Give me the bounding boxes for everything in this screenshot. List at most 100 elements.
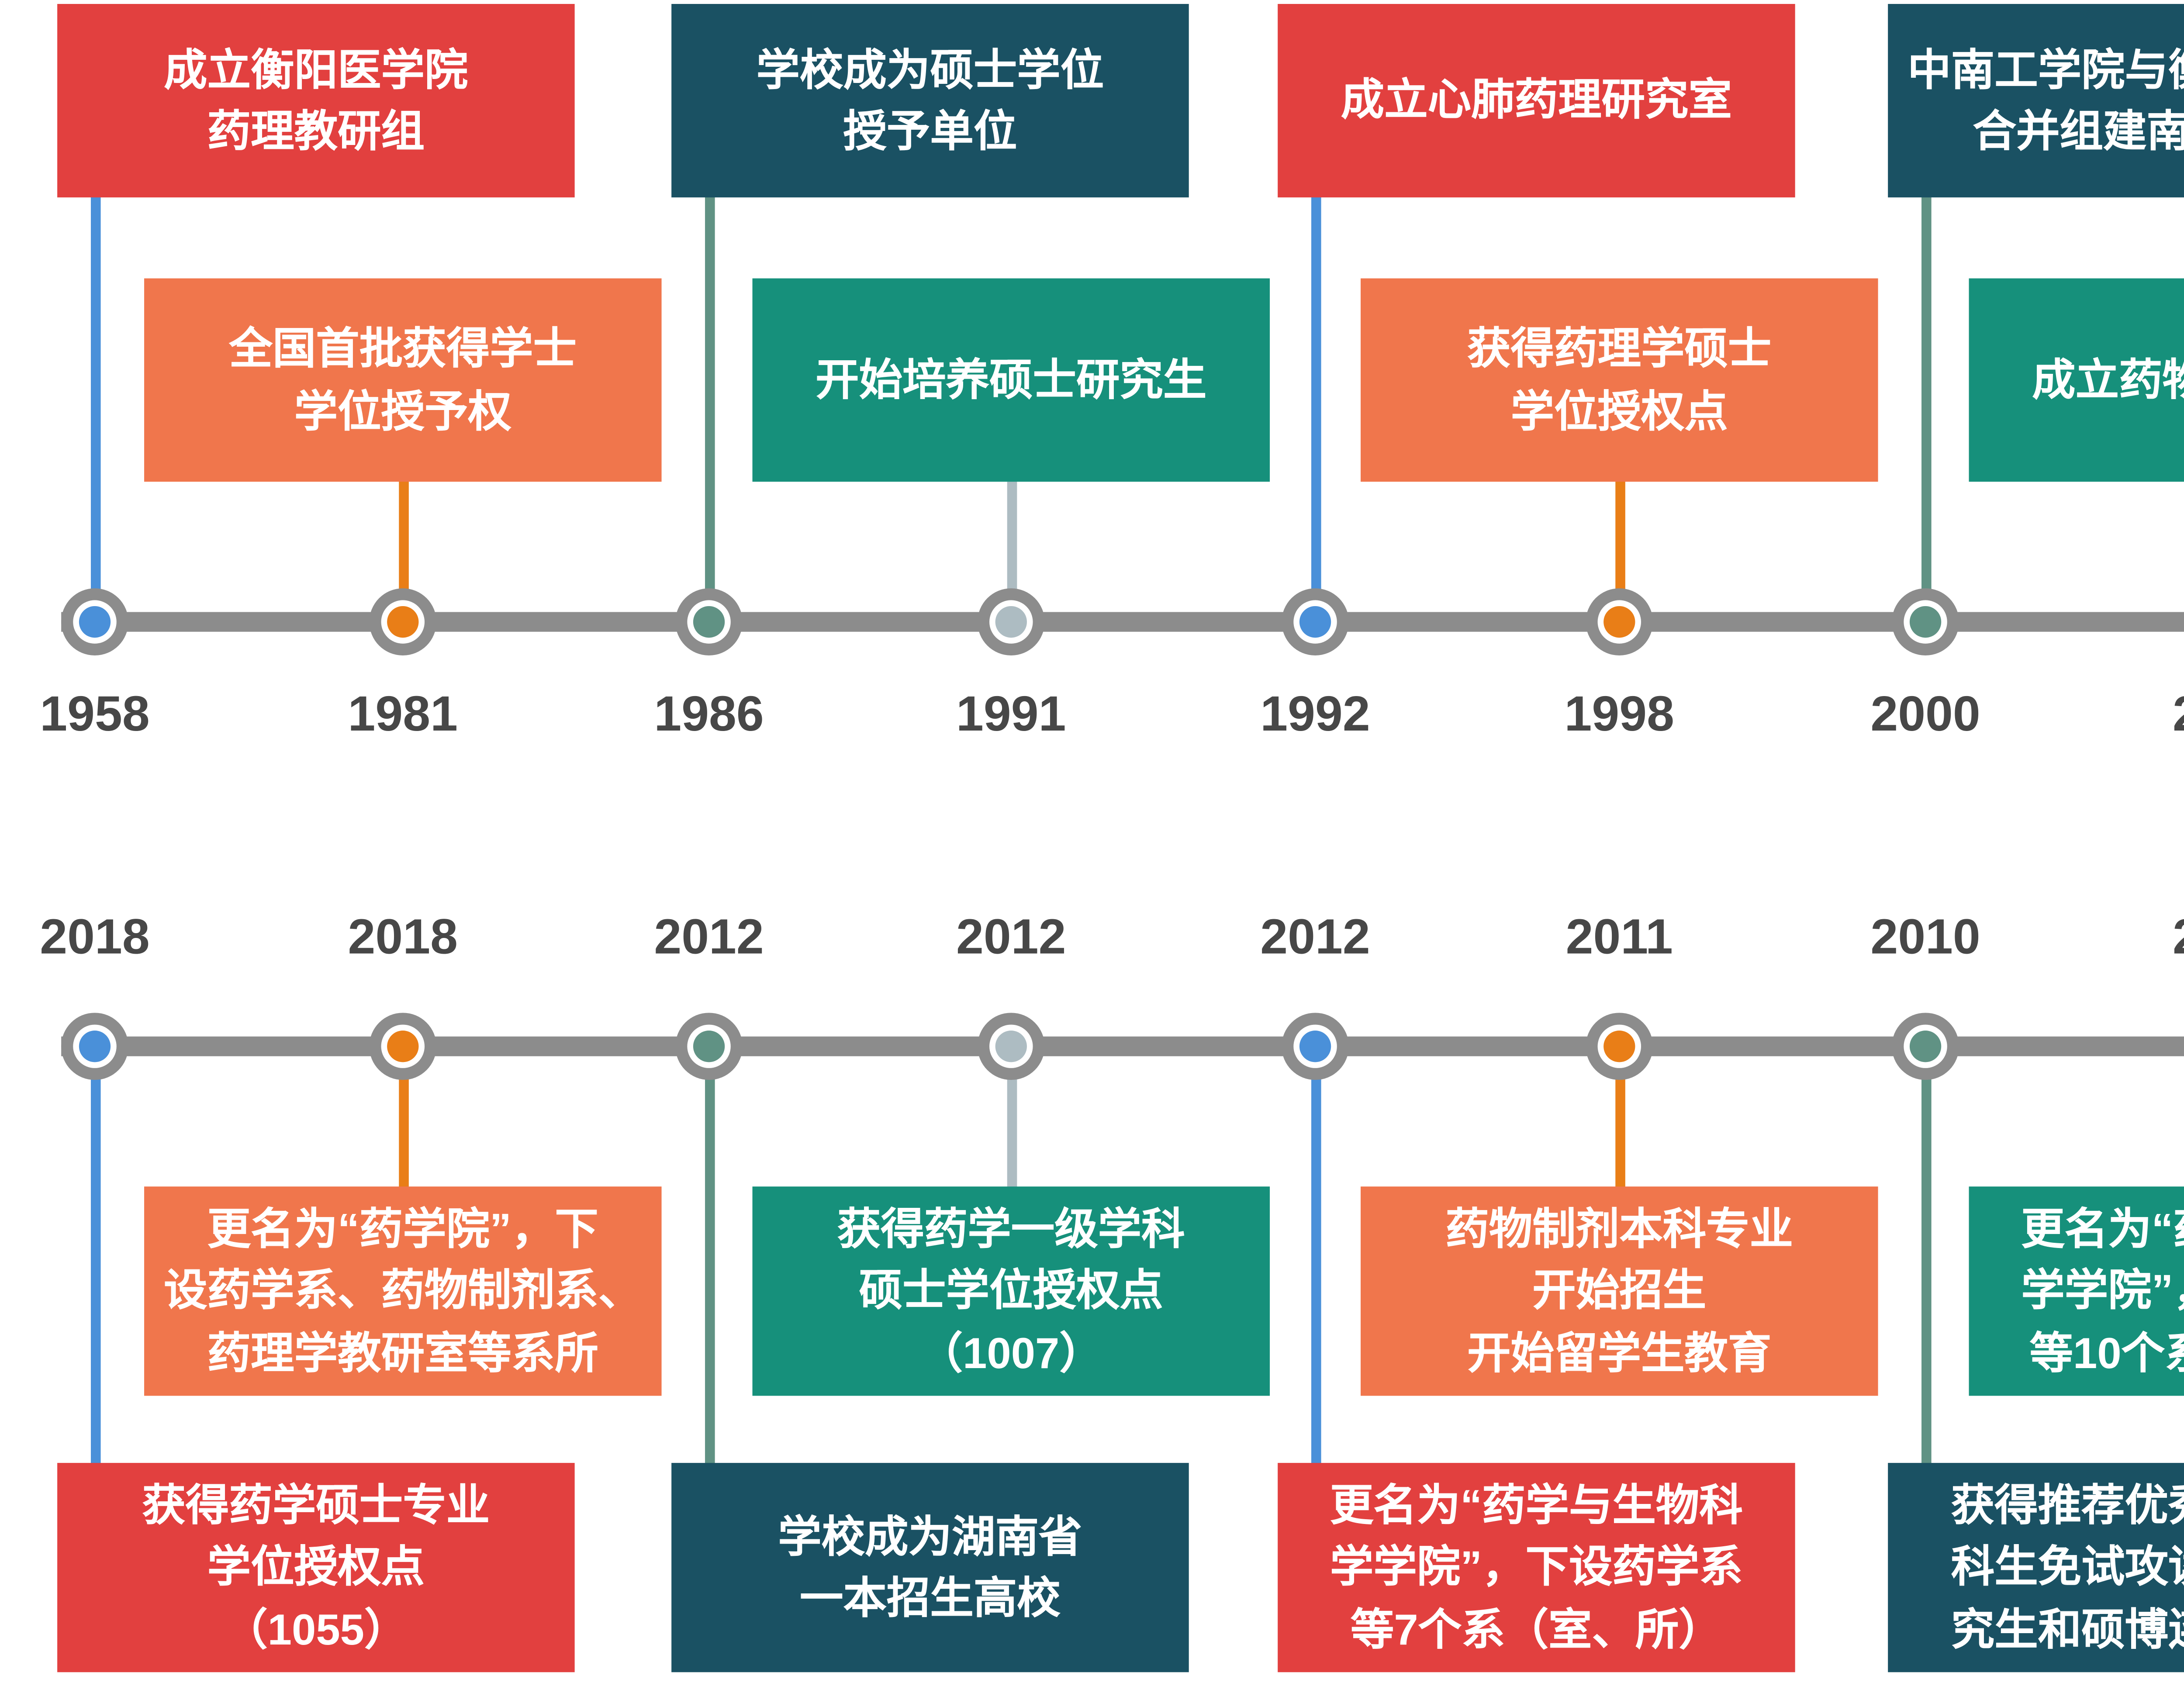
event-text-line: 学学院”，下设药学系 [2021, 1266, 2184, 1316]
event-connector [90, 193, 101, 626]
timeline-dot [61, 588, 128, 656]
event-text-line: 药理教研组 [207, 107, 425, 156]
event-text-line: （1007） [919, 1327, 1103, 1377]
dot-ring [73, 1024, 117, 1068]
dot-ring [1293, 1024, 1337, 1068]
event-text-line: 合并组建南华大学 [1973, 107, 2184, 156]
dot-core [1909, 1031, 1942, 1062]
event-box: 开始培养硕士研究生 [752, 278, 1270, 482]
dot-core [1909, 606, 1942, 638]
event-connector [399, 1046, 409, 1191]
event-text-line: 全国首批获得学士 [229, 324, 577, 374]
year-label: 2012 [654, 910, 764, 965]
year-label: 2010 [1870, 910, 1980, 965]
timeline-dot [1586, 588, 1653, 656]
event-box: 学校成为湖南省一本招生高校 [671, 1463, 1189, 1672]
year-label: 1992 [1260, 687, 1370, 742]
year-label: 1991 [956, 687, 1066, 742]
dot-ring [989, 1024, 1033, 1068]
dot-core [387, 1031, 419, 1062]
dot-core [693, 1031, 725, 1062]
year-label: 2001 [2089, 687, 2184, 744]
event-text-line: 药物制剂本科专业 [1445, 1204, 1794, 1254]
event-text-line: 更名为“药学院”，下 [207, 1204, 598, 1254]
year-label: 1958 [40, 687, 150, 742]
year-label: 1986 [654, 687, 764, 742]
dot-core [79, 606, 111, 638]
event-text-line: 获得药理学硕士 [1467, 324, 1772, 374]
dot-core [1299, 1031, 1331, 1062]
year-label: 1981 [348, 687, 458, 742]
year-label: 2012 [956, 910, 1066, 965]
year-label: 2000 [1870, 687, 1980, 742]
timeline-dot [1282, 1013, 1349, 1080]
dot-core [79, 1031, 111, 1062]
event-connector [705, 193, 715, 626]
dot-core [387, 606, 419, 638]
event-box: 获得药学硕士专业学位授权点 （1055） [57, 1463, 575, 1672]
event-box: 获得药学一级学科硕士学位授权点 （1007） [752, 1186, 1270, 1396]
dot-core [1603, 1031, 1635, 1062]
event-connector [1007, 1046, 1017, 1191]
event-text-line: 学位授予权 [294, 386, 511, 435]
dot-ring [1904, 600, 1947, 644]
event-text-line: 一本招生高校 [799, 1573, 1061, 1623]
event-connector [1311, 1046, 1321, 1467]
event-text-line: 药理学教研室等系所 [207, 1327, 598, 1377]
event-box: 药物制剂本科专业开始招生开始留学生教育 [1361, 1186, 1878, 1396]
timeline-dot [1892, 588, 1959, 656]
event-box: 成立心肺药理研究室 [1278, 4, 1795, 198]
dot-ring [1597, 1024, 1641, 1068]
dot-core [995, 1031, 1027, 1062]
event-text-line: 究生和硕博连读资格 [1951, 1604, 2184, 1654]
event-text-line: 学位授权点 [207, 1542, 425, 1592]
event-connector [1921, 1046, 1932, 1467]
event-connector [1921, 193, 1932, 626]
event-text-line: 获得药学一级学科 [837, 1204, 1185, 1254]
timeline-dot [1586, 1013, 1653, 1080]
event-text-line: 成立心肺药理研究室 [1341, 76, 1732, 125]
event-box: 成立衡阳医学院药理教研组 [57, 4, 575, 198]
year-label: 1998 [1564, 687, 1675, 742]
event-connector [1615, 1046, 1625, 1191]
event-text-line: 硕士学位授权点 [859, 1266, 1163, 1316]
event-box: 更名为“药学与生命科学学院”，下设药学系等10个系（室、所） [1969, 1186, 2184, 1396]
year-label: 2011 [1565, 910, 1673, 965]
timeline-dot [977, 1013, 1045, 1080]
dot-core [693, 606, 725, 638]
event-text-line: 等7个系（室、所） [1350, 1604, 1722, 1654]
event-box: 中南工学院与衡阳医学院合并组建南华大学 [1888, 4, 2184, 198]
year-label: 2018 [348, 910, 458, 965]
event-text-line: 开始培养硕士研究生 [816, 355, 1207, 405]
event-box: 获得推荐优秀应届本科生免试攻读硕士研究生和硕博连读资格 [1888, 1463, 2184, 1672]
dot-ring [381, 1024, 425, 1068]
dot-ring [1597, 600, 1641, 644]
event-box: 成立药物药理研究所 [1969, 278, 2184, 482]
dot-ring [1293, 600, 1337, 644]
event-text-line: 更名为“药学与生命科 [2021, 1204, 2184, 1254]
year-label: 2012 [1260, 910, 1370, 965]
timeline-dot [1892, 1013, 1959, 1080]
event-connector [90, 1046, 101, 1467]
event-connector [1311, 193, 1321, 626]
event-text-line: 获得推荐优秀应届本 [1951, 1481, 2184, 1531]
event-text-line: （1055） [224, 1604, 408, 1654]
event-text-line: 科生免试攻读硕士研 [1951, 1542, 2184, 1592]
dot-ring [381, 600, 425, 644]
event-text-line: 获得药学硕士专业 [142, 1481, 490, 1531]
dot-core [1603, 606, 1635, 638]
dot-core [1299, 606, 1331, 638]
dot-ring [687, 600, 731, 644]
timeline-dot [1282, 588, 1349, 656]
event-text-line: 开始留学生教育 [1467, 1327, 1772, 1377]
dot-ring [989, 600, 1033, 644]
year-label: 2009 [2089, 910, 2184, 967]
dot-ring [687, 1024, 731, 1068]
event-text-line: 成立衡阳医学院 [164, 45, 468, 94]
event-box: 更名为“药学院”，下设药学系、药物制剂系、药理学教研室等系所 [144, 1186, 662, 1396]
timeline-dot [369, 1013, 437, 1080]
year-label: 2018 [40, 910, 150, 965]
timeline-dot [61, 1013, 128, 1080]
